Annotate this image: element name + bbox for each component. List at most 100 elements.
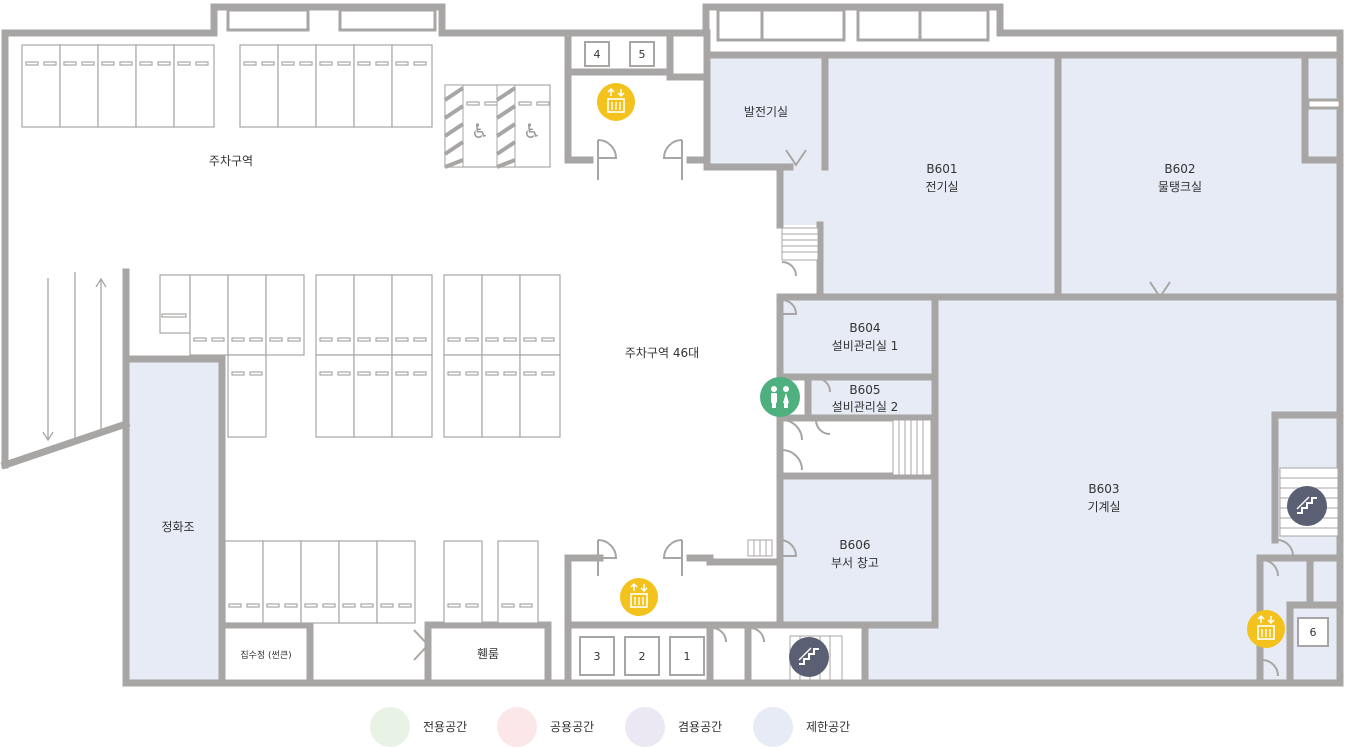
label-generator-room: 발전기실 xyxy=(744,105,788,119)
wheel-stop xyxy=(413,337,427,342)
wheel-stop xyxy=(375,337,389,342)
wheel-stop xyxy=(342,603,356,608)
wheel-stop xyxy=(413,61,427,66)
wheel-stop xyxy=(43,61,57,66)
label-b601-code: B601 xyxy=(926,162,957,176)
label-b605-code: B605 xyxy=(849,383,880,397)
elevator-4[interactable] xyxy=(584,41,610,67)
wheel-stop xyxy=(228,603,242,608)
wheel-stop xyxy=(357,61,371,66)
stairs-icon[interactable] xyxy=(1287,486,1327,526)
label-b603-name: 기계실 xyxy=(1087,500,1120,514)
elevator-5-label: 5 xyxy=(639,48,646,61)
wheelchair-icon: ♿ xyxy=(523,119,541,143)
elevator-cars xyxy=(579,41,1329,676)
wheel-stop xyxy=(380,603,394,608)
label-b602-code: B602 xyxy=(1164,162,1195,176)
wheel-stop xyxy=(119,61,133,66)
room-septic-tank[interactable] xyxy=(126,359,222,683)
ramp-arrows xyxy=(42,272,107,442)
room-b606[interactable] xyxy=(780,478,935,623)
room-b601[interactable] xyxy=(780,55,1058,297)
restricted-room-fills xyxy=(126,55,1340,683)
wheel-stop xyxy=(139,61,153,66)
elevator-icon[interactable] xyxy=(597,83,635,121)
label-b601-name: 전기실 xyxy=(925,180,958,194)
wheel-stop xyxy=(357,371,371,376)
wheel-stop xyxy=(503,371,517,376)
legend-swatch-restricted xyxy=(753,707,793,747)
elevator-6[interactable] xyxy=(1297,617,1329,647)
elevator-1[interactable] xyxy=(669,636,705,676)
room-b602[interactable] xyxy=(1058,55,1340,297)
elevator-4-label: 4 xyxy=(594,48,601,61)
wheel-stop xyxy=(337,61,351,66)
wheel-stop xyxy=(231,371,245,376)
wheel-stop xyxy=(395,337,409,342)
elevator-5[interactable] xyxy=(629,41,655,67)
wheel-stop xyxy=(25,61,39,66)
wheel-stop xyxy=(395,371,409,376)
wheel-stop xyxy=(81,61,95,66)
wheel-stop xyxy=(360,603,374,608)
wheel-stop xyxy=(541,337,555,342)
wheel-stop xyxy=(536,101,550,106)
legend-label-shared: 겸용공간 xyxy=(678,720,722,734)
label-sump: 집수정 (썬큰) xyxy=(240,649,291,661)
wheel-stop xyxy=(63,61,77,66)
doors xyxy=(413,139,1294,677)
wheel-stop xyxy=(518,101,532,106)
wheel-stop xyxy=(357,337,371,342)
wheel-stop xyxy=(211,337,225,342)
legend: 전용공간 공용공간 겸용공간 제한공간 xyxy=(370,707,850,747)
wheel-stop xyxy=(281,61,295,66)
room-generator[interactable] xyxy=(707,55,825,167)
wheel-stop xyxy=(101,61,115,66)
label-b602-name: 물탱크실 xyxy=(1158,180,1202,194)
wheel-stop xyxy=(177,61,191,66)
wheel-stop xyxy=(466,101,480,106)
wheel-stop xyxy=(523,337,537,342)
elevator-2-label: 2 xyxy=(639,650,646,663)
wheel-stop xyxy=(195,61,209,66)
label-b603-code: B603 xyxy=(1088,482,1119,496)
wheel-stop xyxy=(266,603,280,608)
wheelchair-icon: ♿ xyxy=(471,119,489,143)
wheel-stop xyxy=(161,313,187,318)
wheel-stop xyxy=(287,337,301,342)
wheel-stop xyxy=(231,337,245,342)
elevator-icon[interactable] xyxy=(620,578,658,616)
label-parking-46: 주차구역 46대 xyxy=(625,346,699,360)
window-frames xyxy=(226,8,1342,110)
wheel-stop xyxy=(249,337,263,342)
room-b604[interactable] xyxy=(780,297,935,375)
label-hwen-room: 휀룸 xyxy=(477,647,499,661)
parking-stalls xyxy=(21,44,561,624)
wheel-stop xyxy=(413,371,427,376)
wheel-stop xyxy=(337,337,351,342)
wheel-stop xyxy=(465,371,479,376)
wheel-stop xyxy=(465,603,479,608)
elevator-1-label: 1 xyxy=(684,650,691,663)
walls xyxy=(0,3,1344,687)
restroom-icon[interactable] xyxy=(760,377,800,417)
legend-label-common: 공용공간 xyxy=(550,720,594,734)
label-b605-name: 설비관리실 2 xyxy=(832,400,899,414)
room-b605[interactable] xyxy=(808,378,935,418)
wheel-stop xyxy=(337,371,351,376)
wheel-stop xyxy=(157,61,171,66)
wheel-stop xyxy=(501,603,515,608)
elevator-3[interactable] xyxy=(579,636,615,676)
room-b603[interactable] xyxy=(865,297,1340,683)
wheel-stop xyxy=(284,603,298,608)
wheel-stop xyxy=(299,61,313,66)
wheel-stop xyxy=(193,337,207,342)
label-b606-code: B606 xyxy=(839,538,870,552)
elevator-icon[interactable] xyxy=(1247,610,1285,648)
wheel-stop xyxy=(322,603,336,608)
legend-label-restricted: 제한공간 xyxy=(806,720,850,734)
wheel-stop xyxy=(485,371,499,376)
wheel-stop xyxy=(447,337,461,342)
stairs-icon[interactable] xyxy=(789,637,829,677)
elevator-2[interactable] xyxy=(624,636,660,676)
